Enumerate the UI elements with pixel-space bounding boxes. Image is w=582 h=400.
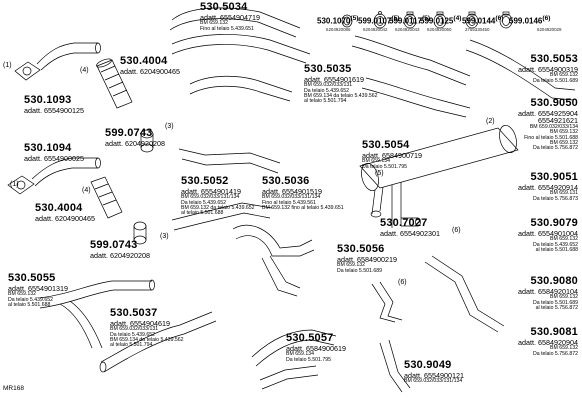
clamp-599-0144-drawing <box>465 11 479 29</box>
pipe-530-1094-drawing <box>7 157 101 195</box>
ref-marker: (1) <box>10 181 19 188</box>
clamp-599-0146-drawing <box>499 11 513 29</box>
clamp-code-599-0144: 599.0144(6) <box>462 15 504 26</box>
pipe-530-5034-drawing <box>169 7 311 102</box>
clamp-oem-599-0125: 6204920060 <box>427 27 452 32</box>
pipe-530-7027-drawing <box>424 255 505 333</box>
pipe-530-1093-drawing <box>14 42 101 81</box>
clamp-oem-599-0146: 6204920029 <box>537 27 562 32</box>
pipe-530-9049-drawing <box>379 339 411 393</box>
sleeve-599-0743-bottom-drawing <box>133 221 147 245</box>
ref-marker: (3) <box>160 233 169 240</box>
clamp-599-0117-drawing <box>403 11 417 29</box>
flex-530-4004-top-drawing <box>96 58 133 109</box>
clamp-530-1070-drawing <box>341 14 353 28</box>
pipe-530-5055-drawing <box>39 279 155 349</box>
pipe-530-5036-drawing <box>232 224 315 297</box>
clamp-code-599-0117: 599.0117(5) <box>389 15 431 26</box>
ref-marker: (6) <box>452 227 461 234</box>
clamp-code-599-0107: 599.0107(5) <box>358 15 400 26</box>
clamp-599-0125-drawing <box>433 11 447 29</box>
ref-marker: (6) <box>398 279 407 286</box>
clamp-oem-599-0117: 6204920043 <box>395 27 420 32</box>
pipe-530-5052-drawing <box>171 148 281 231</box>
ref-marker: (2) <box>486 118 495 125</box>
clamp-code-530-1070: 530.1070(5) <box>317 15 359 26</box>
sleeve-599-0743-top-drawing <box>140 129 154 153</box>
silencer-530-9050-drawing <box>359 124 519 228</box>
diagram-code: MR168 <box>3 385 24 392</box>
clamp-oem-599-0144: 3755330450 <box>465 27 490 32</box>
clamp-oem-599-0107: 6204920042 <box>363 27 388 32</box>
flex-530-4004-bottom-drawing <box>90 176 123 219</box>
pipe-530-5056-drawing <box>371 281 403 323</box>
ref-marker: (5) <box>375 170 384 177</box>
ref-marker: (4) <box>80 67 89 74</box>
clamp-code-599-0125: 599.0125(4) <box>420 15 462 26</box>
ref-marker: (1) <box>3 62 12 69</box>
pipe-530-5037-drawing <box>99 311 217 373</box>
pipe-530-5035-drawing <box>351 35 471 118</box>
clamp-oem-530-1070: 6204920086 <box>326 27 351 32</box>
clamp-code-599-0146: 599.0146(6) <box>509 15 551 26</box>
clamp-599-0107-drawing <box>373 11 387 29</box>
pipe-530-5053-drawing <box>465 39 576 101</box>
ref-marker: (3) <box>165 123 174 130</box>
pipe-530-5057-drawing <box>251 329 337 390</box>
ref-marker: (4) <box>82 187 91 194</box>
